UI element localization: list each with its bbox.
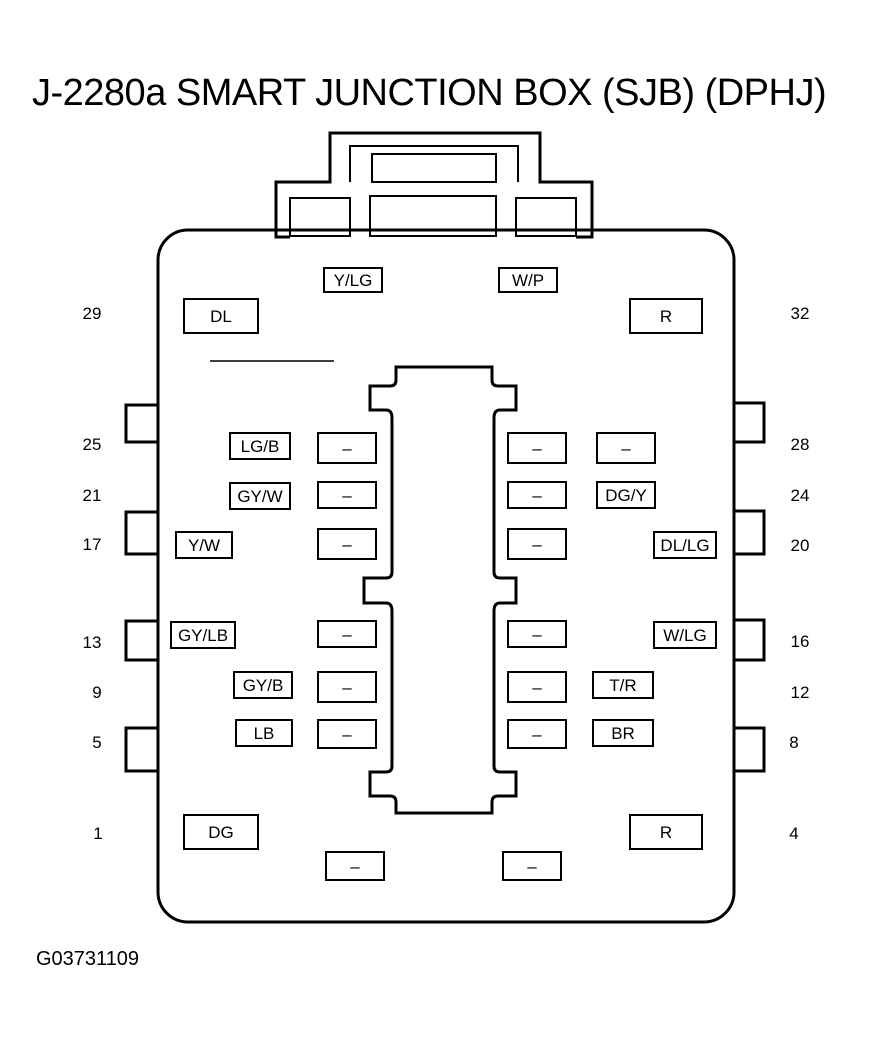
wire-label-pin1: DG [208, 823, 234, 842]
wire-label-pin17-inner: – [342, 535, 352, 554]
side-tab-right-3 [734, 618, 766, 662]
wire-label-pin29: DL [210, 307, 232, 326]
latch-window-center [371, 153, 497, 183]
side-tab-right-2 [734, 509, 766, 556]
wire-label-pin17: Y/W [188, 536, 220, 555]
wire-label-pin25: LG/B [241, 437, 280, 456]
wire-box-pin1 [183, 814, 259, 850]
wire-box-pin28-inner [507, 432, 567, 464]
wire-box-bottom-right [502, 851, 562, 881]
side-tab-right-4 [734, 726, 766, 773]
pin-number-21: 21 [83, 486, 102, 505]
pin-number-32: 32 [791, 304, 810, 323]
side-tab-left-3 [124, 619, 158, 662]
pin-number-12: 12 [791, 683, 810, 702]
connector-latch [274, 131, 594, 239]
wire-label-pin16-inner: – [532, 625, 542, 644]
wire-box-pin17-inner [317, 528, 377, 560]
latch-inner-top [349, 145, 519, 182]
latch-window-right [515, 197, 577, 237]
wire-box-top-left [323, 267, 383, 293]
wire-box-pin29 [183, 298, 259, 334]
wire-label-pin8-inner: – [532, 725, 542, 744]
wire-box-pin13 [170, 621, 236, 649]
wire-box-pin20 [653, 531, 717, 559]
wire-label-pin8: BR [611, 724, 635, 743]
wire-label-pin21: GY/W [237, 487, 282, 506]
pin-number-20: 20 [791, 536, 810, 555]
wire-box-pin9-inner [317, 671, 377, 703]
latch-window-left [289, 197, 351, 237]
pin-number-1: 1 [93, 824, 102, 843]
wire-label-pin9: GY/B [243, 676, 284, 695]
wire-box-pin9 [233, 671, 293, 699]
wire-label-pin24: DG/Y [605, 486, 647, 505]
wire-label-pin24-inner: – [532, 486, 542, 505]
wire-box-pin25-inner [317, 432, 377, 464]
wire-box-pin24 [596, 481, 656, 509]
pin-number-29: 29 [83, 304, 102, 323]
pin-number-4: 4 [789, 824, 798, 843]
wire-label-pin20-inner: – [532, 535, 542, 554]
wire-label-pin12-inner: – [532, 678, 542, 697]
wire-box-pin8 [592, 719, 654, 747]
wire-label-top-right: W/P [512, 271, 544, 290]
wire-label-pin32: R [660, 307, 672, 326]
wire-box-pin8-inner [507, 719, 567, 749]
pin-number-24: 24 [791, 486, 810, 505]
wire-label-pin12: T/R [609, 676, 636, 695]
wire-label-pin5-inner: – [342, 725, 352, 744]
pin-number-17: 17 [83, 535, 102, 554]
wire-label-pin25-inner: – [342, 439, 352, 458]
wire-label-pin16: W/LG [663, 626, 706, 645]
side-tab-left-4 [124, 726, 158, 773]
pin-number-5: 5 [92, 733, 101, 752]
latch-window-mid [369, 195, 497, 237]
wire-label-pin28: – [621, 439, 631, 458]
wire-label-pin20: DL/LG [660, 536, 709, 555]
wire-label-pin21-inner: – [342, 486, 352, 505]
wire-label-pin4: R [660, 823, 672, 842]
pin-number-28: 28 [791, 435, 810, 454]
side-tab-right-1 [734, 401, 766, 444]
wire-box-pin32 [629, 298, 703, 334]
center-cavity [362, 365, 518, 815]
wire-box-pin16-inner [507, 620, 567, 648]
wire-label-pin28-inner: – [532, 439, 542, 458]
wire-box-pin16 [653, 621, 717, 649]
wire-box-pin5 [235, 719, 293, 747]
wire-box-top-right [498, 267, 558, 293]
connector-body [156, 228, 736, 924]
pin-number-13: 13 [83, 633, 102, 652]
wire-box-pin17 [175, 531, 233, 559]
pin-number-9: 9 [92, 683, 101, 702]
wire-box-bottom-left [325, 851, 385, 881]
wire-box-pin24-inner [507, 481, 567, 509]
wire-box-pin4 [629, 814, 703, 850]
pin-number-8: 8 [789, 733, 798, 752]
wire-label-pin5: LB [254, 724, 275, 743]
side-tab-left-2 [124, 510, 158, 556]
wire-box-pin12-inner [507, 671, 567, 703]
wire-box-pin12 [592, 671, 654, 699]
wire-label-pin13: GY/LB [178, 626, 228, 645]
wire-box-pin13-inner [317, 620, 377, 648]
wire-box-pin5-inner [317, 719, 377, 749]
figure-id: G03731109 [36, 948, 140, 970]
side-tab-left-1 [124, 403, 158, 444]
wire-label-pin9-inner: – [342, 678, 352, 697]
pin-number-25: 25 [83, 435, 102, 454]
wire-box-pin28 [596, 432, 656, 464]
wire-label-bottom-right: – [527, 857, 537, 876]
diagram-title: J-2280a SMART JUNCTION BOX (SJB) (DPHJ) [32, 72, 827, 114]
wire-box-pin20-inner [507, 528, 567, 560]
wire-box-pin25 [229, 432, 291, 460]
wire-label-bottom-left: – [350, 857, 360, 876]
wire-label-pin13-inner: – [342, 625, 352, 644]
wire-box-pin21-inner [317, 481, 377, 509]
wire-box-pin21 [229, 482, 291, 510]
wire-label-top-left: Y/LG [334, 271, 373, 290]
pin-number-16: 16 [791, 632, 810, 651]
